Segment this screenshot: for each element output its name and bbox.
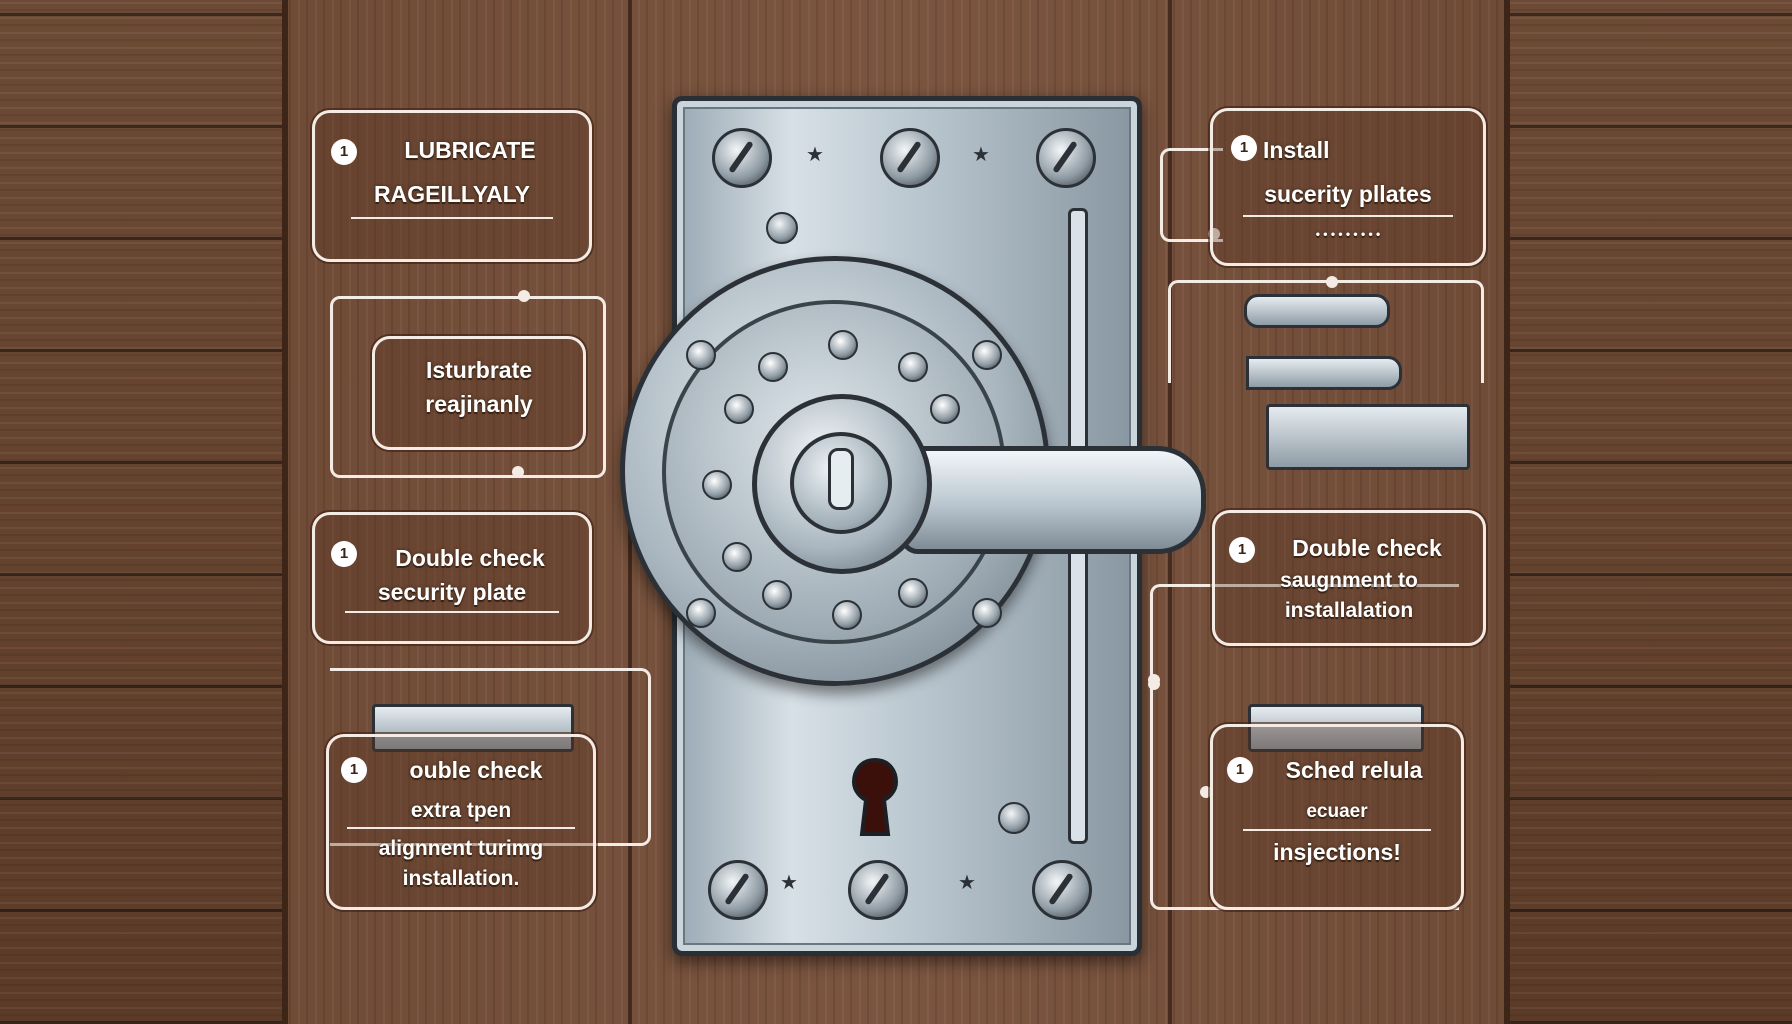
callout-title: Double check	[1292, 535, 1442, 561]
callout-lubricate: 1 LUBRICATE RAGEILLYALY	[312, 110, 592, 262]
callout-schedule: 1 Sched relula ecuaer insjections!	[1210, 724, 1464, 910]
bolt-icon	[832, 600, 862, 630]
bolt-icon	[930, 394, 960, 424]
wood-panel-left	[0, 0, 288, 1024]
callout-title: Isturbrate	[425, 357, 533, 383]
bolt-icon	[686, 598, 716, 628]
bolt-icon	[762, 580, 792, 610]
star-icon: ★	[806, 144, 824, 166]
bolt-icon	[898, 352, 928, 382]
underline-rule	[345, 611, 559, 613]
bolt-icon	[686, 340, 716, 370]
callout-double-check-align: 1 Double check saugnment to installalati…	[1212, 510, 1486, 646]
callout-line: alignnent turimg	[378, 837, 544, 860]
bolt-icon	[722, 542, 752, 572]
step-number-badge: 1	[331, 541, 357, 567]
callout-line: saugnment to	[1280, 569, 1418, 592]
underline-rule	[1243, 215, 1453, 217]
callout-title: Sched relula	[1285, 757, 1423, 783]
callout-title: Double check	[395, 545, 545, 571]
lever-handle-icon	[900, 446, 1206, 554]
callout-line: installalation	[1284, 599, 1414, 622]
dot-row: • • • • • • • • •	[1315, 227, 1381, 241]
callout-subtitle: sucerity pllates	[1264, 181, 1432, 207]
connector-dot	[1200, 786, 1212, 798]
keyhole-icon	[851, 758, 899, 836]
callout-line: installation.	[402, 867, 520, 890]
callout-line: extra tpen	[410, 799, 512, 822]
step-number-badge: 1	[341, 757, 367, 783]
callout-isturbrate: Isturbrate reajinanly	[372, 336, 586, 450]
connector-dot	[1326, 276, 1338, 288]
step-number-badge: 1	[1229, 537, 1255, 563]
connector-line	[330, 668, 651, 846]
step-number-badge: 1	[331, 139, 357, 165]
bolt-icon	[898, 578, 928, 608]
bolt-icon	[702, 470, 732, 500]
callout-subtitle: security plate	[377, 579, 527, 605]
connector-dot	[518, 290, 530, 302]
connector-dot	[1148, 674, 1160, 686]
star-icon: ★	[958, 872, 976, 894]
hook-bar	[1246, 356, 1402, 390]
callout-title: ouble check	[409, 757, 543, 783]
callout-line: ecuaer	[1306, 801, 1368, 822]
security-plate-icon	[1266, 404, 1470, 470]
callout-line: insjections!	[1273, 839, 1401, 865]
star-icon: ★	[972, 144, 990, 166]
security-plate-icon	[372, 704, 574, 752]
bolt-icon	[828, 330, 858, 360]
connector-line	[330, 296, 606, 478]
callout-subtitle: reajinanly	[425, 391, 533, 417]
underline-rule	[347, 827, 575, 829]
callout-title: LUBRICATE	[404, 137, 536, 163]
screw-icon	[848, 860, 908, 920]
bolt-icon	[758, 352, 788, 382]
screw-icon	[1032, 860, 1092, 920]
star-icon: ★	[780, 872, 798, 894]
connector-line	[1160, 148, 1223, 242]
screw-icon	[766, 212, 798, 244]
callout-install: 1 Install sucerity pllates • • • • • • •…	[1210, 108, 1486, 266]
screw-icon	[712, 128, 772, 188]
bolt-icon	[972, 598, 1002, 628]
security-plate-icon	[1248, 704, 1424, 752]
callout-subtitle: RAGEILLYALY	[374, 181, 530, 207]
keyway	[828, 448, 854, 510]
bolt-icon	[724, 394, 754, 424]
underline-rule	[1243, 829, 1431, 831]
callout-double-check-plate: 1 Double check security plate	[312, 512, 592, 644]
connector-line	[1168, 280, 1484, 383]
callout-double-check-extra: 1 ouble check extra tpen alignnent turim…	[326, 734, 596, 910]
connector-dot	[512, 466, 524, 478]
underline-rule	[351, 217, 553, 219]
step-number-badge: 1	[1227, 757, 1253, 783]
callout-title: Install	[1263, 137, 1330, 163]
screw-icon	[998, 802, 1030, 834]
pin-icon	[1244, 294, 1390, 328]
screw-icon	[708, 860, 768, 920]
screw-icon	[1036, 128, 1096, 188]
screw-icon	[880, 128, 940, 188]
wood-panel-right	[1504, 0, 1792, 1024]
step-number-badge: 1	[1231, 135, 1257, 161]
bolt-icon	[972, 340, 1002, 370]
